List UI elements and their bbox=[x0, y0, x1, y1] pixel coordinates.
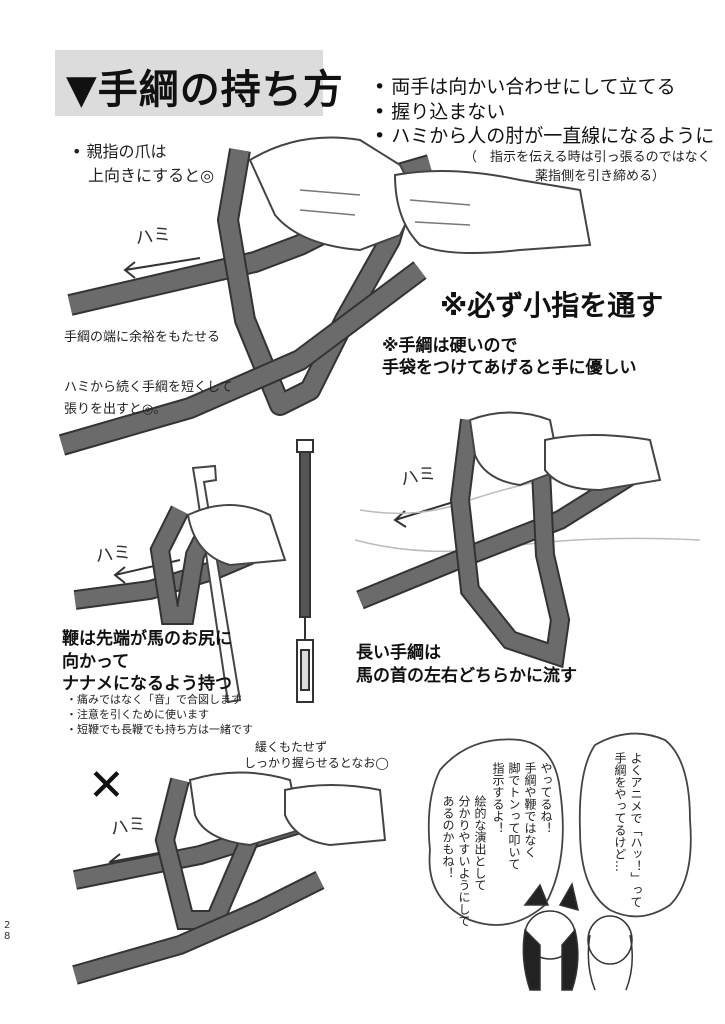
hami-label-2: ハミ bbox=[93, 541, 133, 568]
rein-end-note: 手綱の端に余裕をもたせる bbox=[64, 330, 221, 345]
chibi-characters bbox=[522, 881, 633, 991]
page-number: 2 8 bbox=[4, 920, 11, 942]
bullet-straight-line: • ハミから人の肘が一直線になるように bbox=[374, 125, 715, 147]
pinky-heading: ※必ず小指を通す bbox=[440, 289, 664, 322]
top-note-line1: （ 指示を伝える時は引っ張るのではなく bbox=[464, 150, 711, 165]
loose-note-line1: 緩くもたせず bbox=[255, 740, 328, 754]
hands-horse bbox=[468, 411, 662, 492]
bullet-hands-facing: • 両手は向かい合わせにして立てる bbox=[374, 76, 676, 98]
whip-illustration bbox=[186, 464, 287, 704]
whip-note-line3: ナナメになるよう持つ bbox=[62, 674, 232, 694]
bullet-no-grip: • 握り込まない bbox=[374, 101, 506, 123]
title-background bbox=[55, 50, 323, 116]
loose-note-line2: しっかり握らせるとなお◯ bbox=[244, 756, 389, 770]
glove-note-line2: 手袋をつけてあげると手に優しい bbox=[382, 358, 637, 378]
long-rein-line2: 馬の首の左右どちらかに流す bbox=[356, 666, 577, 686]
whip-note-line1: 鞭は先端が馬のお尻に bbox=[62, 629, 232, 649]
whip-bullet-2: ・注意を引くために使います bbox=[66, 708, 209, 721]
long-rein-line1: 長い手綱は bbox=[356, 643, 441, 663]
whip-note-line2: 向かって bbox=[62, 652, 130, 672]
bubble-right-shape bbox=[578, 732, 692, 918]
rein-panel-horse bbox=[354, 418, 701, 669]
hands-top bbox=[248, 136, 592, 255]
bubble-left-text: 絵的な演出として 分かりやすいようにして あるのかもね！ bbox=[441, 795, 487, 927]
glove-note-line1: ※手綱は硬いので bbox=[382, 336, 518, 356]
thumb-note-line2: 上向きにすると◎ bbox=[88, 166, 215, 185]
speech-bubbles bbox=[427, 732, 692, 926]
short-rein-line1: ハミから続く手綱を短くして bbox=[64, 380, 233, 395]
thumb-note-line1: • 親指の爪は bbox=[72, 142, 167, 161]
standalone-whip bbox=[296, 439, 314, 703]
top-note-line2: 薬指側を引き締める） bbox=[535, 169, 666, 184]
wrong-mark-icon: ✕ bbox=[88, 760, 125, 811]
hami-label-1: ハミ bbox=[133, 223, 173, 250]
short-rein-line2: 張りを出すと◎。 bbox=[64, 402, 167, 417]
hands-wrong bbox=[188, 771, 387, 847]
whip-bullet-1: ・痛みではなく「音」で合図します bbox=[66, 693, 242, 706]
whip-bullet-3: ・短鞭でも長鞭でも持ち方は一緒です bbox=[66, 723, 253, 736]
page-title: ▼手綱の持ち方 bbox=[66, 67, 344, 113]
bubble-right-text: よくアニメで「ハッ！」って 手綱をやってるけど… bbox=[613, 752, 643, 908]
bubble-left-text-2: やってるね！ 手綱や鞭ではなく 脚でトンって叩いて 指示するよ！ bbox=[491, 762, 553, 870]
